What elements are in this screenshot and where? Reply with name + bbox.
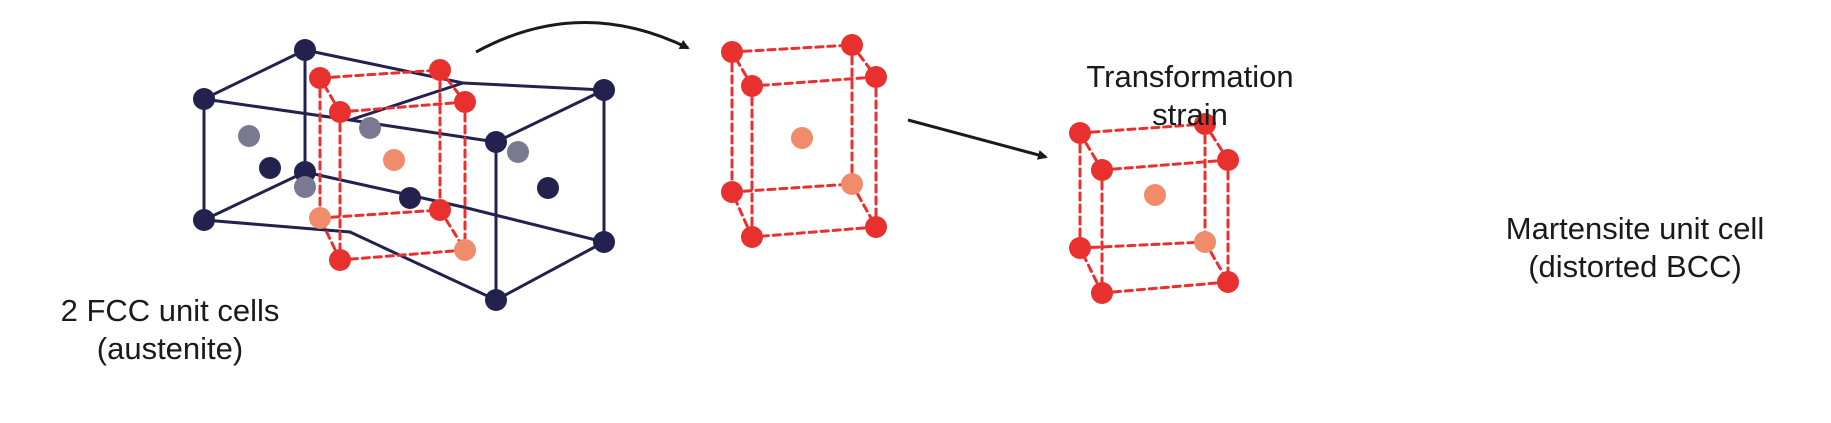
arrows-group [475, 21, 1048, 160]
fcc-lattice-edge [202, 170, 307, 222]
bct-corner-atom-faded [454, 239, 476, 261]
bct-corner-atom [1194, 113, 1216, 135]
bct-corner-atom [1217, 271, 1239, 293]
bct-dashed-edge [318, 208, 442, 220]
bct-dashed-edge [318, 68, 442, 80]
bct-dashed-edge [1100, 280, 1230, 295]
bct-dashed-edge [1100, 158, 1230, 172]
fcc-corner-atom [485, 289, 507, 311]
bct-dashed-edge [730, 182, 854, 194]
fcc-lattice-edge [494, 240, 606, 302]
fcc-face-atom-faded [359, 117, 381, 139]
strain-label-line1: Transformation [1086, 59, 1294, 94]
bct-corner-atom [1069, 122, 1091, 144]
martensite-label-line2: (distorted BCC) [1528, 249, 1742, 284]
fcc-corner-atom [193, 88, 215, 110]
fcc-corner-atom [485, 131, 507, 153]
strain-label-line2: strain [1152, 97, 1228, 132]
martensite-label: Martensite unit cell (distorted BCC) [1470, 210, 1800, 286]
fcc-face-atom-faded [507, 141, 529, 163]
bct-corner-atom [329, 249, 351, 271]
bct-corner-atom-faded [1194, 231, 1216, 253]
bct-dashed-edge [750, 75, 878, 88]
fcc-corner-atom [593, 79, 615, 101]
bct-corner-atom [1091, 159, 1113, 181]
bct-corner-atom [454, 91, 476, 113]
fcc-corner-atom [294, 39, 316, 61]
bct-corner-atom [1069, 237, 1091, 259]
fcc-lattice-edge [202, 218, 352, 234]
bct-corner-atom [721, 41, 743, 63]
bct-corner-atom [865, 66, 887, 88]
strain-label: Transformation strain [1050, 58, 1330, 134]
fcc-lattice-edge [202, 48, 307, 101]
fcc-lattice-edge [202, 97, 352, 122]
fcc-face-atom [537, 177, 559, 199]
bct-dashed-edge [338, 100, 467, 114]
fcc-label-line2: (austenite) [96, 331, 244, 366]
martensite-label-line1: Martensite unit cell [1505, 211, 1765, 246]
bct-corner-atom-faded [309, 207, 331, 229]
fcc-face-atom-faded [294, 176, 316, 198]
curved-arrow [475, 21, 690, 54]
fcc-face-atom-faded [238, 125, 260, 147]
fcc-lattice-edge [494, 88, 606, 144]
bct-corner-atom [329, 101, 351, 123]
fcc-corner-atom [593, 231, 615, 253]
bct-center-atom [383, 149, 405, 171]
bct-corner-atom [1091, 282, 1113, 304]
fcc-corner-atom [193, 209, 215, 231]
bct-corner-atom [1217, 149, 1239, 171]
bct-dashed-edge [730, 43, 854, 54]
bct-center-atom [791, 127, 813, 149]
martensite-cell-group [1069, 113, 1239, 304]
fcc-unit-cells-group [193, 39, 615, 311]
bct-corner-atom [721, 181, 743, 203]
bct-dashed-edge [338, 248, 467, 262]
bct-corner-atom [841, 34, 863, 56]
bct-corner-atom [741, 75, 763, 97]
fcc-label-line1: 2 FCC unit cells [60, 293, 280, 328]
bct-corner-atom [865, 216, 887, 238]
fcc-face-atom [259, 157, 281, 179]
strain-arrow [907, 118, 1048, 160]
fcc-lattice-edge [348, 81, 465, 122]
fcc-lattice-edge [348, 230, 498, 302]
bct-center-atom [1144, 184, 1166, 206]
extracted-bct-cell-group [721, 34, 887, 248]
fcc-lattice-edge [461, 205, 606, 244]
fcc-lattice-edge [461, 81, 606, 92]
fcc-face-atom [399, 187, 421, 209]
bct-dashed-edge [1078, 240, 1207, 250]
bct-corner-atom [741, 226, 763, 248]
bct-corner-atom [429, 199, 451, 221]
fcc-label: 2 FCC unit cells (austenite) [20, 292, 320, 368]
bct-corner-atom [309, 67, 331, 89]
bct-corner-atom [429, 59, 451, 81]
bct-corner-atom-faded [841, 173, 863, 195]
bct-dashed-edge [750, 225, 878, 239]
bct-dashed-edge [1078, 122, 1207, 135]
